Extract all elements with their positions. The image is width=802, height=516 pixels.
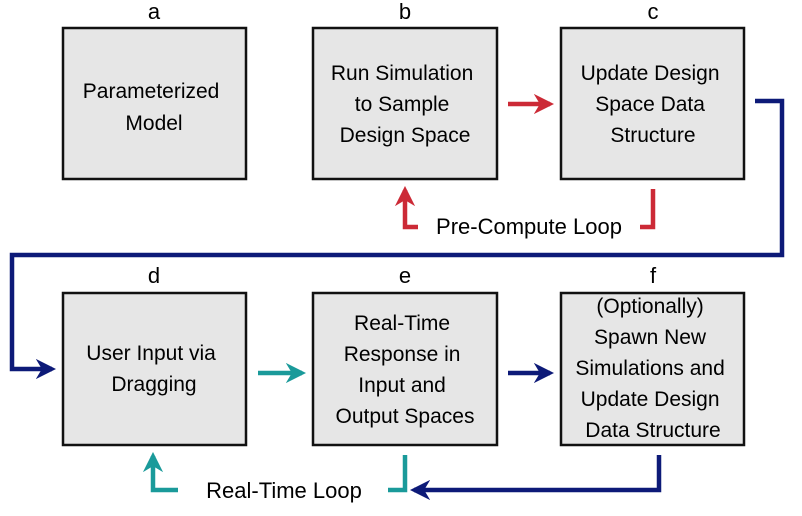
precompute-loop-label: Pre-Compute Loop (436, 214, 622, 239)
realtime-loop-right (388, 455, 408, 493)
box-b-letter: b (399, 0, 411, 24)
box-f-label: (Optionally) Spawn New Simulations and U… (575, 295, 730, 442)
realtime-loop-label: Real-Time Loop (206, 478, 362, 503)
box-b-rect (311, 26, 499, 181)
box-d-rect (61, 291, 248, 447)
box-a-label: Parameterized Model (83, 80, 225, 135)
box-a-rect (61, 26, 248, 181)
box-c-label: Update Design Space Data Structure (581, 62, 726, 147)
box-e: e Real-Time Response in Input and Output… (311, 263, 499, 447)
box-d: d User Input via Dragging (61, 263, 248, 447)
arrow-c-to-d (9, 98, 785, 380)
box-f-letter: f (650, 263, 657, 288)
box-c: c Update Design Space Data Structure (559, 0, 746, 181)
box-a-letter: a (148, 0, 161, 24)
arrow-f-to-loop (409, 455, 662, 501)
box-d-letter: d (148, 263, 160, 288)
box-e-letter: e (399, 263, 411, 288)
box-c-rect (559, 26, 746, 181)
box-f: f (Optionally) Spawn New Simulations and… (559, 263, 746, 447)
box-c-letter: c (648, 0, 659, 24)
realtime-loop-left-arrow (142, 451, 178, 493)
precompute-loop-right (640, 189, 656, 230)
box-f-rect (559, 291, 746, 447)
box-b: b Run Simulation to Sample Design Space (311, 0, 499, 181)
box-a: a Parameterized Model (61, 0, 248, 181)
box-b-label: Run Simulation to Sample Design Space (331, 62, 479, 147)
box-e-label: Real-Time Response in Input and Output S… (336, 312, 475, 428)
precompute-loop-left-arrow (394, 185, 418, 230)
box-e-rect (311, 291, 499, 447)
box-d-label: User Input via Dragging (86, 342, 221, 396)
